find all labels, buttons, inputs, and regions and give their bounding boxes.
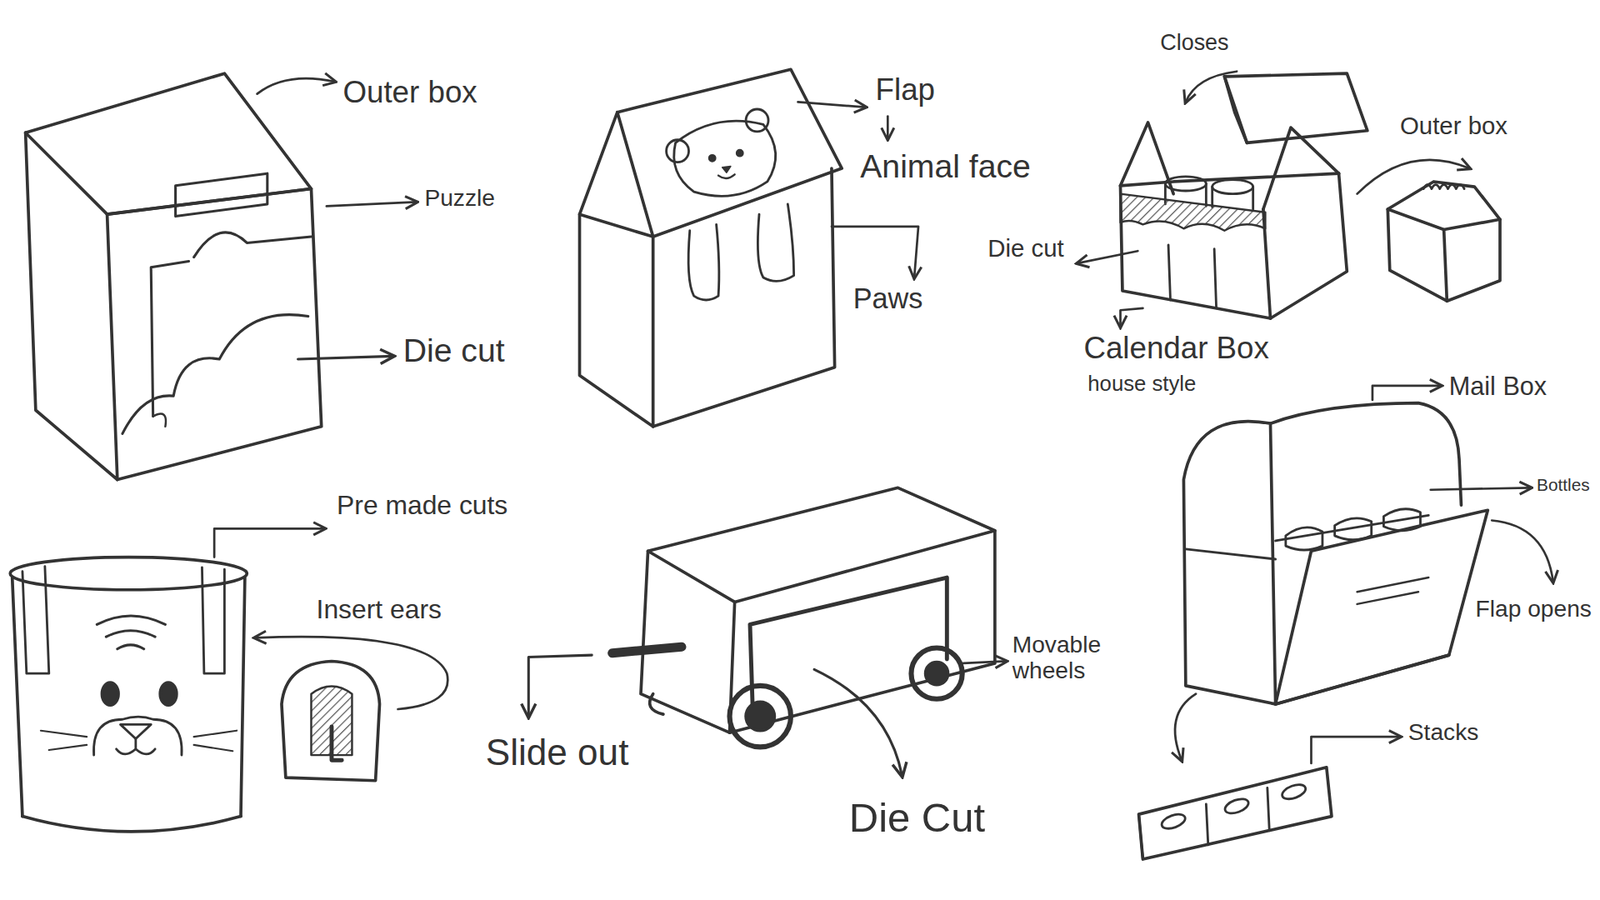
part-label: Die cut: [987, 235, 1064, 262]
part-label: Insert ears: [316, 595, 442, 625]
part-label: Outer box: [1400, 112, 1508, 140]
part-label: Outer box: [342, 75, 477, 110]
part-label: Stacks: [1408, 720, 1480, 746]
puzzle-box: [25, 73, 322, 480]
part-label: Flap: [875, 73, 935, 107]
truck-box: [612, 487, 995, 747]
part-label: Flap opens: [1475, 596, 1592, 623]
part-label: Movable wheels: [1012, 632, 1115, 685]
part-label: house style: [1087, 371, 1196, 395]
part-label: Die cut: [403, 332, 505, 369]
part-label: Bottles: [1536, 475, 1590, 495]
part-label: Calendar Box: [1083, 331, 1269, 365]
part-label: Mail Box: [1449, 372, 1547, 401]
part-label: Pre made cuts: [336, 490, 508, 520]
mail-box: [1139, 403, 1489, 860]
part-label: Animal face: [860, 148, 1031, 185]
part-label: Slide out: [485, 732, 630, 773]
calendar-box: [1120, 73, 1500, 319]
part-label: Die Cut: [849, 795, 985, 841]
part-label: Closes: [1160, 30, 1229, 56]
part-label: Puzzle: [424, 185, 495, 212]
bear-box: [580, 69, 843, 427]
part-label: Paws: [853, 283, 924, 315]
